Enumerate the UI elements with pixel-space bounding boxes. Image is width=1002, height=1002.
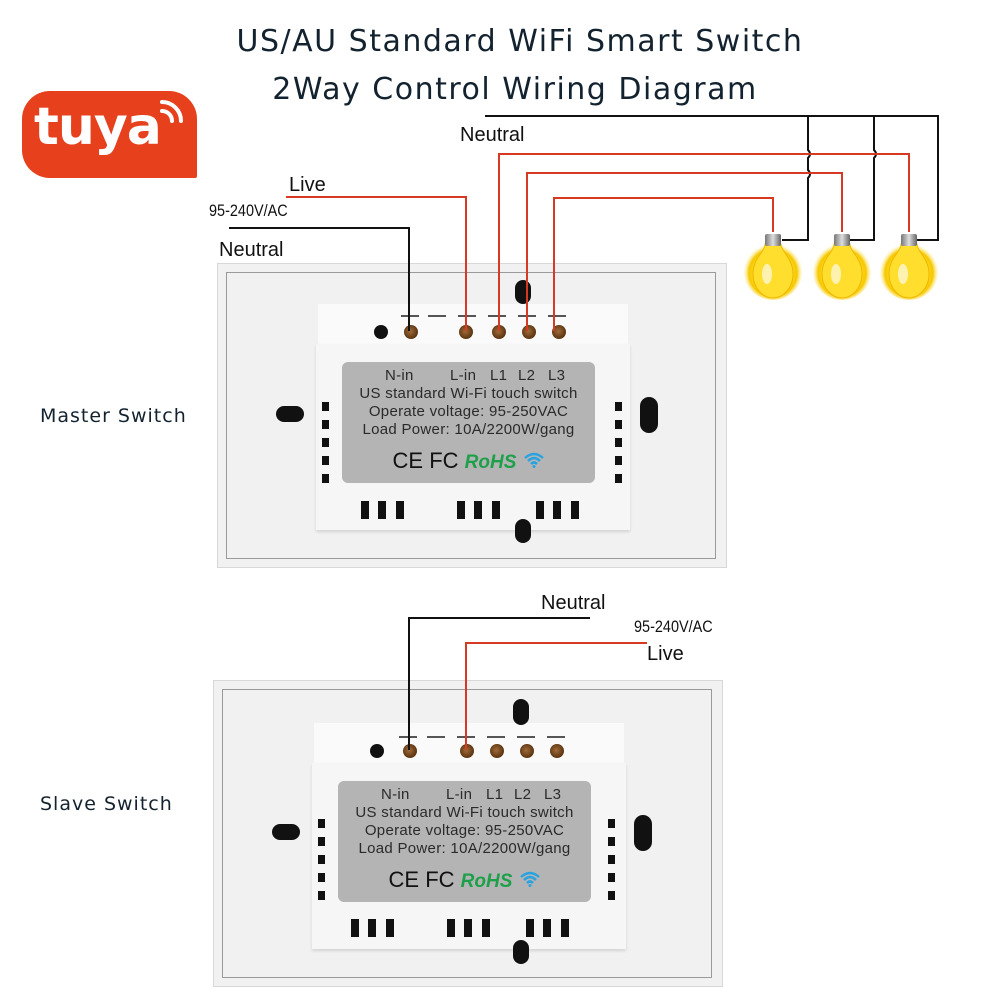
master-mount-slot-left — [276, 406, 304, 422]
spec-line-2: Operate voltage: 95-250VAC — [368, 403, 569, 420]
slave-switch-label: Slave Switch — [40, 793, 173, 815]
certification-marks: CE FC RoHS — [342, 448, 595, 474]
slave-terminal-l3 — [550, 744, 564, 758]
light-bulb-icon — [812, 234, 872, 300]
master-mount-slot-right — [640, 397, 658, 433]
master-switch-label: Master Switch — [40, 405, 187, 427]
wifi-icon — [523, 452, 544, 468]
slave-mount-slot-bottom — [513, 940, 529, 964]
fcc-mark: FC — [425, 867, 455, 892]
label-l1: L1 — [490, 367, 508, 384]
rohs-mark: RoHS — [464, 452, 517, 473]
slave-neutral-label: Neutral — [541, 592, 606, 614]
slave-mount-slot-top — [513, 699, 529, 725]
ce-mark: CE — [388, 867, 420, 892]
master-terminal-block — [318, 304, 628, 344]
neutral-bus-wire — [485, 115, 939, 241]
master-live-in-wire — [286, 196, 467, 331]
master-neutral-label: Neutral — [219, 239, 284, 261]
master-voltage-label: 95-240V/AC — [209, 201, 288, 220]
label-l3: L3 — [544, 786, 562, 803]
slave-terminal-n-in — [403, 744, 417, 758]
master-neutral-in-wire — [229, 227, 410, 331]
slave-mount-slot-left — [272, 824, 300, 840]
master-live-label: Live — [289, 174, 326, 196]
slave-ground-hole — [370, 744, 384, 758]
slave-spec-label: N-in L-in L1 L2 L3 US standard Wi-Fi tou… — [338, 781, 591, 902]
label-l3: L3 — [548, 367, 566, 384]
slave-live-wire — [465, 642, 647, 750]
label-l-in: L-in — [450, 367, 477, 384]
master-terminal-l-in — [459, 325, 473, 339]
wifi-icon — [519, 871, 540, 887]
label-n-in: N-in — [385, 367, 414, 384]
label-l-in: L-in — [446, 786, 473, 803]
wifi-signal-icon — [160, 100, 183, 123]
slave-switch-back: N-in L-in L1 L2 L3 US standard Wi-Fi tou… — [213, 680, 723, 987]
master-l1-wire — [498, 153, 910, 331]
label-l2: L2 — [518, 367, 536, 384]
slave-terminal-l1 — [490, 744, 504, 758]
spec-line-3: Load Power: 10A/2200W/gang — [362, 421, 575, 438]
slave-voltage-label: 95-240V/AC — [634, 617, 713, 636]
tuya-logo: tuya — [22, 91, 197, 178]
spec-line-2: Operate voltage: 95-250VAC — [364, 822, 565, 839]
slave-neutral-wire — [408, 617, 590, 750]
slave-mount-slot-right — [634, 815, 652, 851]
spec-line-1: US standard Wi-Fi touch switch — [359, 385, 578, 402]
master-terminal-n-in — [404, 325, 418, 339]
spec-line-1: US standard Wi-Fi touch switch — [355, 804, 574, 821]
slave-terminal-l2 — [520, 744, 534, 758]
ce-mark: CE — [392, 448, 424, 473]
slave-terminal-l-in — [460, 744, 474, 758]
master-switch-back: N-in L-in L1 L2 L3 US standard Wi-Fi tou… — [217, 263, 727, 568]
master-spec-label: N-in L-in L1 L2 L3 US standard Wi-Fi tou… — [342, 362, 595, 483]
diagram-title-line2: 2Way Control Wiring Diagram — [272, 72, 758, 107]
label-n-in: N-in — [381, 786, 410, 803]
master-ground-hole — [374, 325, 388, 339]
master-plate-frame — [226, 272, 716, 559]
certification-marks: CE FC RoHS — [338, 867, 591, 893]
slave-live-label: Live — [647, 643, 684, 665]
master-neutral-bus-label: Neutral — [460, 124, 525, 146]
master-terminal-l2 — [522, 325, 536, 339]
master-terminal-l3 — [552, 325, 566, 339]
label-l2: L2 — [514, 786, 532, 803]
label-l1: L1 — [486, 786, 504, 803]
master-mount-slot-bottom — [515, 519, 531, 543]
master-l2-wire — [526, 172, 843, 331]
master-l3-wire — [553, 197, 774, 331]
light-bulb-icon — [879, 234, 939, 300]
tuya-logo-text: tuya — [34, 97, 162, 157]
fcc-mark: FC — [429, 448, 459, 473]
rohs-mark: RoHS — [460, 871, 513, 892]
master-terminal-l1 — [492, 325, 506, 339]
light-bulb-icon — [743, 234, 803, 300]
spec-line-3: Load Power: 10A/2200W/gang — [358, 840, 571, 857]
diagram-title-line1: US/AU Standard WiFi Smart Switch — [236, 24, 804, 59]
